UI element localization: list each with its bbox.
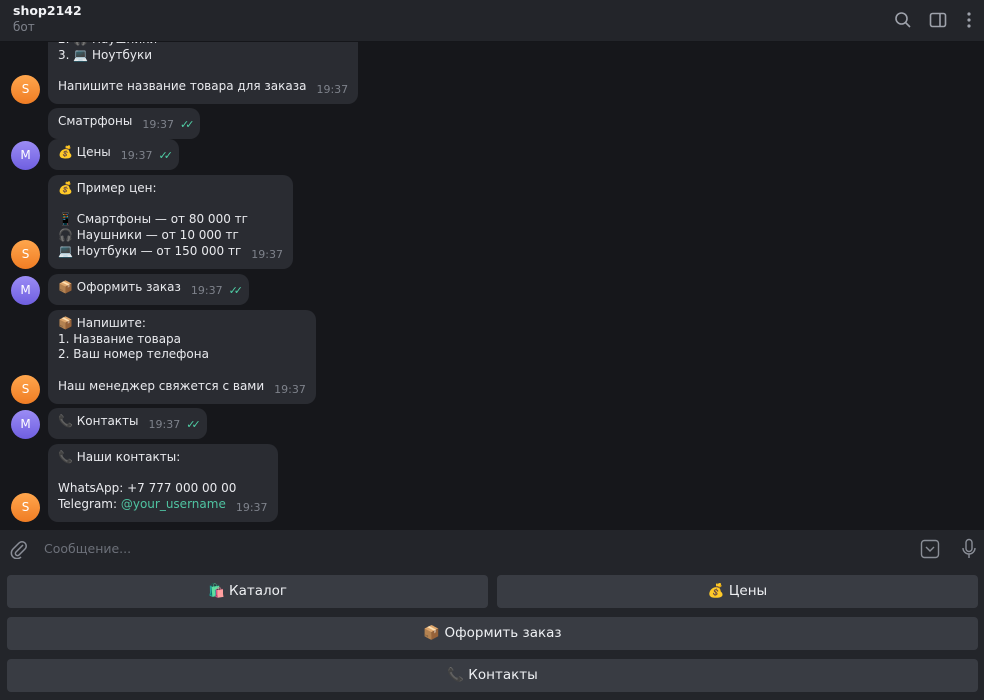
bot-avatar[interactable]: S (11, 493, 40, 522)
message-time: 19:37 (190, 284, 223, 297)
more-vertical-icon[interactable] (959, 10, 979, 30)
message-text: Напишите название товара для заказа (58, 79, 307, 94)
message-time: 19:37 (274, 382, 306, 396)
message-line: Telegram: @your_username 19:37 (58, 497, 268, 516)
message-text: 💻 Ноутбуки — от 150 000 тг (58, 243, 242, 258)
user-message[interactable]: Сматрфоны 19:37 ✓✓ (48, 108, 201, 139)
chat-subtitle: бот (13, 20, 35, 34)
user-message[interactable]: 💰 Цены 19:37 ✓✓ (48, 139, 179, 170)
sidebar-toggle-icon[interactable] (928, 10, 948, 30)
keyboard-button-order[interactable]: 📦 Оформить заказ (7, 617, 978, 650)
message-text: 📞 Контакты (58, 414, 139, 428)
bot-message[interactable]: 💰 Пример цен: 📱 Смартфоны — от 80 000 тг🎧… (48, 175, 293, 269)
message-line: 📞 Наши контакты: (58, 450, 181, 464)
message-line: 📞 Контакты 19:37 ✓✓ (58, 414, 201, 433)
reply-keyboard: 🛍️ Каталог 💰 Цены 📦 Оформить заказ 📞 Кон… (0, 568, 984, 700)
message-line (58, 63, 348, 79)
bot-message[interactable]: 📞 Наши контакты: WhatsApp: +7 777 000 00 … (48, 444, 278, 522)
read-checkmarks-icon: ✓✓ (158, 149, 173, 162)
message-line: 💻 Ноутбуки — от 150 000 тг 19:37 (58, 244, 283, 263)
message-text: 📦 Оформить заказ (58, 280, 181, 294)
attach-icon[interactable] (9, 539, 29, 559)
bot-avatar[interactable]: S (11, 240, 40, 269)
message-line (58, 363, 306, 379)
message-line: 📱 Смартфоны — от 80 000 тг (58, 212, 248, 227)
message-line: Сматрфоны 19:37 ✓✓ (58, 114, 195, 133)
message-line: WhatsApp: +7 777 000 00 00 (58, 481, 237, 496)
user-avatar[interactable]: M (11, 141, 40, 170)
message-line: 1. Название товара (58, 331, 182, 346)
keyboard-button-contacts[interactable]: 📞 Контакты (7, 659, 978, 692)
message-line: 📦 Оформить заказ 19:37 ✓✓ (58, 280, 244, 299)
message-line (58, 197, 283, 213)
microphone-icon[interactable] (959, 538, 979, 560)
bot-avatar[interactable]: S (11, 75, 40, 104)
message-line: 🎧 Наушники — от 10 000 тг (58, 228, 239, 243)
user-avatar[interactable]: M (11, 410, 40, 439)
message-text: Наш менеджер свяжется с вами (58, 378, 265, 393)
message-time: 19:37 (142, 118, 175, 131)
keyboard-button-prices[interactable]: 💰 Цены (497, 575, 978, 608)
username-link[interactable]: @your_username (120, 497, 226, 512)
user-avatar[interactable]: M (11, 276, 40, 305)
read-checkmarks-icon: ✓✓ (180, 118, 195, 131)
message-line: 3. 💻 Ноутбуки (58, 47, 153, 62)
message-line (58, 466, 268, 482)
message-line: 2. Ваш номер телефона (58, 347, 209, 362)
message-time: 19:37 (251, 247, 283, 261)
message-time: 19:37 (316, 83, 349, 97)
read-checkmarks-icon: ✓✓ (228, 284, 244, 297)
message-time: 19:37 (120, 149, 153, 162)
bot-avatar[interactable]: S (11, 375, 40, 404)
chat-title[interactable]: shop2142 (13, 3, 82, 18)
user-message[interactable]: 📞 Контакты 19:37 ✓✓ (48, 408, 207, 439)
composer: Сообщение... (0, 530, 984, 568)
message-line: 💰 Пример цен: (58, 181, 157, 195)
read-checkmarks-icon: ✓✓ (186, 418, 201, 431)
message-line: 📦 Напишите: (58, 316, 146, 330)
message-line: Наш менеджер свяжется с вами 19:37 (58, 379, 306, 398)
message-line: 💰 Цены 19:37 ✓✓ (58, 145, 173, 164)
keyboard-button-catalog[interactable]: 🛍️ Каталог (7, 575, 488, 608)
message-text: Сматрфоны (58, 114, 133, 128)
message-time: 19:37 (148, 418, 181, 431)
message-line: Напишите название товара для заказа 19:37 (58, 79, 348, 98)
message-text: Telegram: (58, 497, 121, 512)
message-input[interactable]: Сообщение... (44, 541, 132, 556)
chat-header: shop2142 бот (0, 0, 984, 42)
bot-keyboard-icon[interactable] (920, 539, 940, 559)
search-icon[interactable] (893, 10, 913, 30)
user-message[interactable]: 📦 Оформить заказ 19:37 ✓✓ (48, 274, 250, 305)
message-time: 19:37 (235, 501, 268, 515)
message-text: 💰 Цены (58, 145, 111, 159)
message-line: 2. 🎧 Наушники (58, 42, 348, 48)
